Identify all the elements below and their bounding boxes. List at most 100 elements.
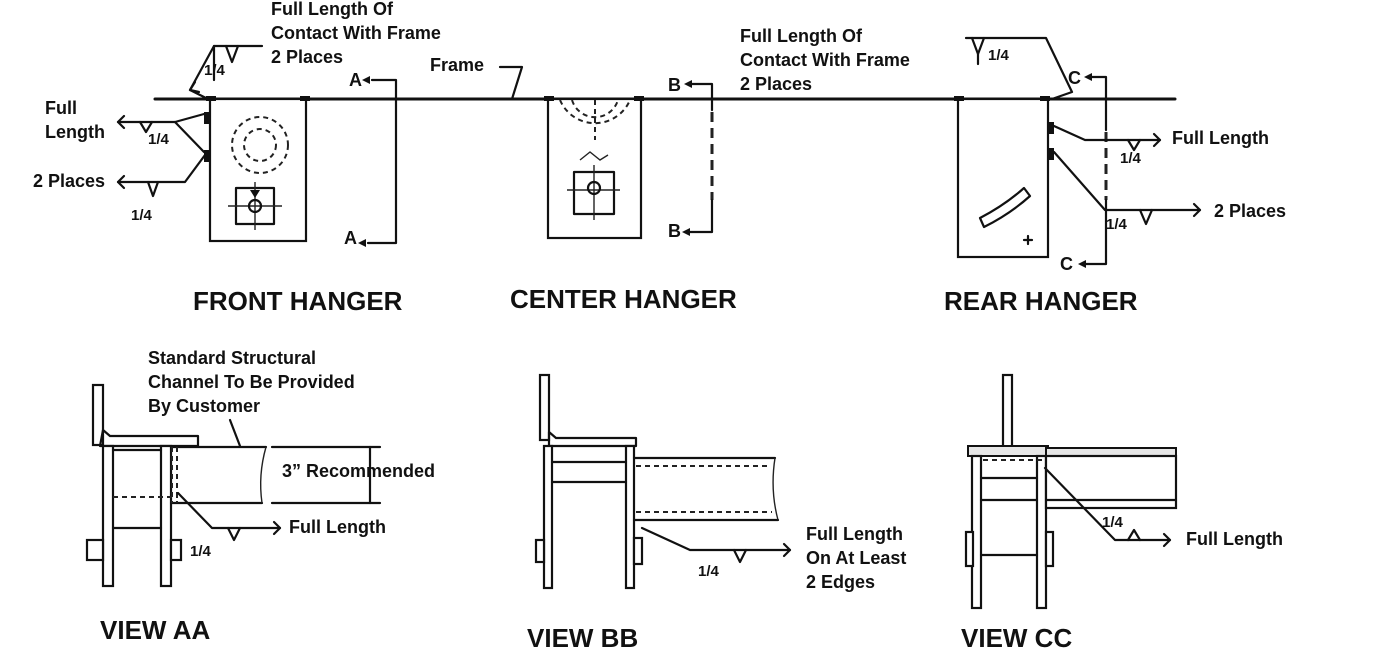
view-bb-weld-tail <box>782 542 792 558</box>
rear-section-line-top <box>1088 75 1108 132</box>
view-bb-frame-flange <box>547 430 638 448</box>
center-section-arrow-top <box>684 80 692 88</box>
front-weld-side-size: 1/4 <box>148 131 170 148</box>
view-aa-channel <box>169 445 268 505</box>
rear-note-line3: 2 Places <box>740 74 812 94</box>
view-cc-title: VIEW CC <box>961 623 1072 653</box>
front-top-weld-symbol <box>224 44 240 64</box>
view-bb-channel <box>632 456 780 522</box>
rear-weld-low-size: 1/4 <box>1106 216 1128 233</box>
rear-section-top: C <box>1068 68 1081 88</box>
view-bb-hanger-left-leg <box>542 444 554 590</box>
view-cc-weld-symbol <box>1126 528 1142 542</box>
rear-top-weld-leader <box>964 36 1074 101</box>
front-note-line1: Full Length Of <box>271 0 394 19</box>
front-bottom-weld-leader <box>116 153 207 184</box>
center-hanger <box>544 96 644 240</box>
view-cc-bushing-left <box>964 530 975 568</box>
front-bottom-weld-tail <box>116 174 126 190</box>
view-bb-frame-web <box>538 373 551 442</box>
rear-hanger-plate <box>956 97 1050 259</box>
rear-hanger-slot <box>978 186 1032 229</box>
front-hanger-title: FRONT HANGER <box>193 286 403 316</box>
front-note-line2: Contact With Frame <box>271 23 441 43</box>
front-side-weld-2 <box>204 150 210 162</box>
front-side-weld-symbol <box>138 120 154 134</box>
view-bb-drawing <box>534 373 780 590</box>
center-hanger-bolt <box>586 180 602 196</box>
front-weld-bead-right <box>300 96 310 101</box>
front-hanger-plate <box>208 97 308 243</box>
rear-low-weld-tail <box>1192 202 1202 218</box>
rear-side-weld-symbol <box>1126 138 1142 152</box>
rear-section-line-bottom <box>1084 198 1108 266</box>
rear-note-line1: Full Length Of <box>740 26 863 46</box>
rear-weld-mid-size: 1/4 <box>1120 150 1142 167</box>
front-section-arrow-top <box>362 76 370 84</box>
view-cc-hanger-right-leg <box>1035 454 1048 610</box>
view-cc-drawing <box>964 373 1178 610</box>
front-top-arrow <box>188 80 201 94</box>
view-bb-note-line2: On At Least <box>806 548 906 568</box>
front-top-weld-leader <box>188 44 264 101</box>
view-bb-note-line3: 2 Edges <box>806 572 875 592</box>
view-aa-bushing-right <box>169 538 183 562</box>
rear-section-bottom: C <box>1060 254 1073 274</box>
view-bb-weld-size: 1/4 <box>698 563 720 580</box>
view-aa-hanger-right-leg <box>159 444 173 588</box>
rear-hanger <box>954 96 1054 259</box>
rear-weld-bead-right <box>1040 96 1050 101</box>
view-aa-frame-web <box>91 383 105 447</box>
view-aa-note-line3: By Customer <box>148 396 260 416</box>
front-note-line3: 2 Places <box>271 47 343 67</box>
front-hanger <box>204 96 310 243</box>
view-bb-note-line1: Full Length <box>806 524 903 544</box>
view-aa-note-leader <box>228 418 242 448</box>
view-aa-title: VIEW AA <box>100 615 210 645</box>
frame-label: Frame <box>430 55 484 75</box>
view-bb-weld-leader <box>640 526 792 552</box>
view-bb-title: VIEW BB <box>527 623 638 653</box>
rear-side-weld-1 <box>1048 122 1054 134</box>
front-section-top: A <box>349 70 362 90</box>
rear-low-weld-leader <box>1052 150 1202 212</box>
view-aa-weld-leader <box>176 491 282 530</box>
view-bb-bushing-left <box>534 538 546 564</box>
view-cc-full-length: Full Length <box>1186 529 1283 549</box>
view-bb-weld-symbol <box>732 548 748 564</box>
center-hanger-arc-dash <box>559 99 631 125</box>
rear-side-weld-leader <box>1052 124 1162 142</box>
front-hanger-arrow-icon <box>250 190 260 198</box>
center-weld-bead-left <box>544 96 554 101</box>
view-cc-weld-leader <box>1043 466 1172 542</box>
center-weld-bead-right <box>634 96 644 101</box>
front-side-weld-leader-2 <box>173 120 206 154</box>
front-side-weld-leader <box>116 112 206 124</box>
center-section-line-top <box>690 82 714 112</box>
rear-hanger-title: REAR HANGER <box>944 286 1138 316</box>
front-weld-bottom-size: 1/4 <box>131 207 153 224</box>
view-aa-full-length: Full Length <box>289 517 386 537</box>
front-section-arrow-bottom <box>358 239 366 247</box>
view-cc-weld-size: 1/4 <box>1102 514 1124 531</box>
front-weld-top-size: 1/4 <box>204 62 226 79</box>
view-bb-bushing-right <box>632 536 644 566</box>
rear-note-line2: Contact With Frame <box>740 50 910 70</box>
view-aa-note-line1: Standard Structural <box>148 348 316 368</box>
view-aa-hanger-left-leg <box>101 444 115 588</box>
rear-top-weld-symbol <box>970 36 986 56</box>
front-side-weld-1 <box>204 112 210 124</box>
frame-leader <box>498 65 524 101</box>
front-two-places-label: 2 Places <box>33 171 105 191</box>
view-bb-hanger-right-leg <box>624 444 636 590</box>
rear-hanger-plus-icon <box>1022 234 1034 246</box>
view-aa-weld-size: 1/4 <box>190 543 212 560</box>
center-hanger-title: CENTER HANGER <box>510 284 737 314</box>
rear-side-weld-2 <box>1048 148 1054 160</box>
view-aa-recommended: 3” Recommended <box>282 461 435 481</box>
view-aa-frame-flange <box>98 428 200 448</box>
front-side-weld-tail <box>116 114 126 130</box>
view-cc-frame-web <box>1001 373 1014 449</box>
view-aa-note-line2: Channel To Be Provided <box>148 372 355 392</box>
